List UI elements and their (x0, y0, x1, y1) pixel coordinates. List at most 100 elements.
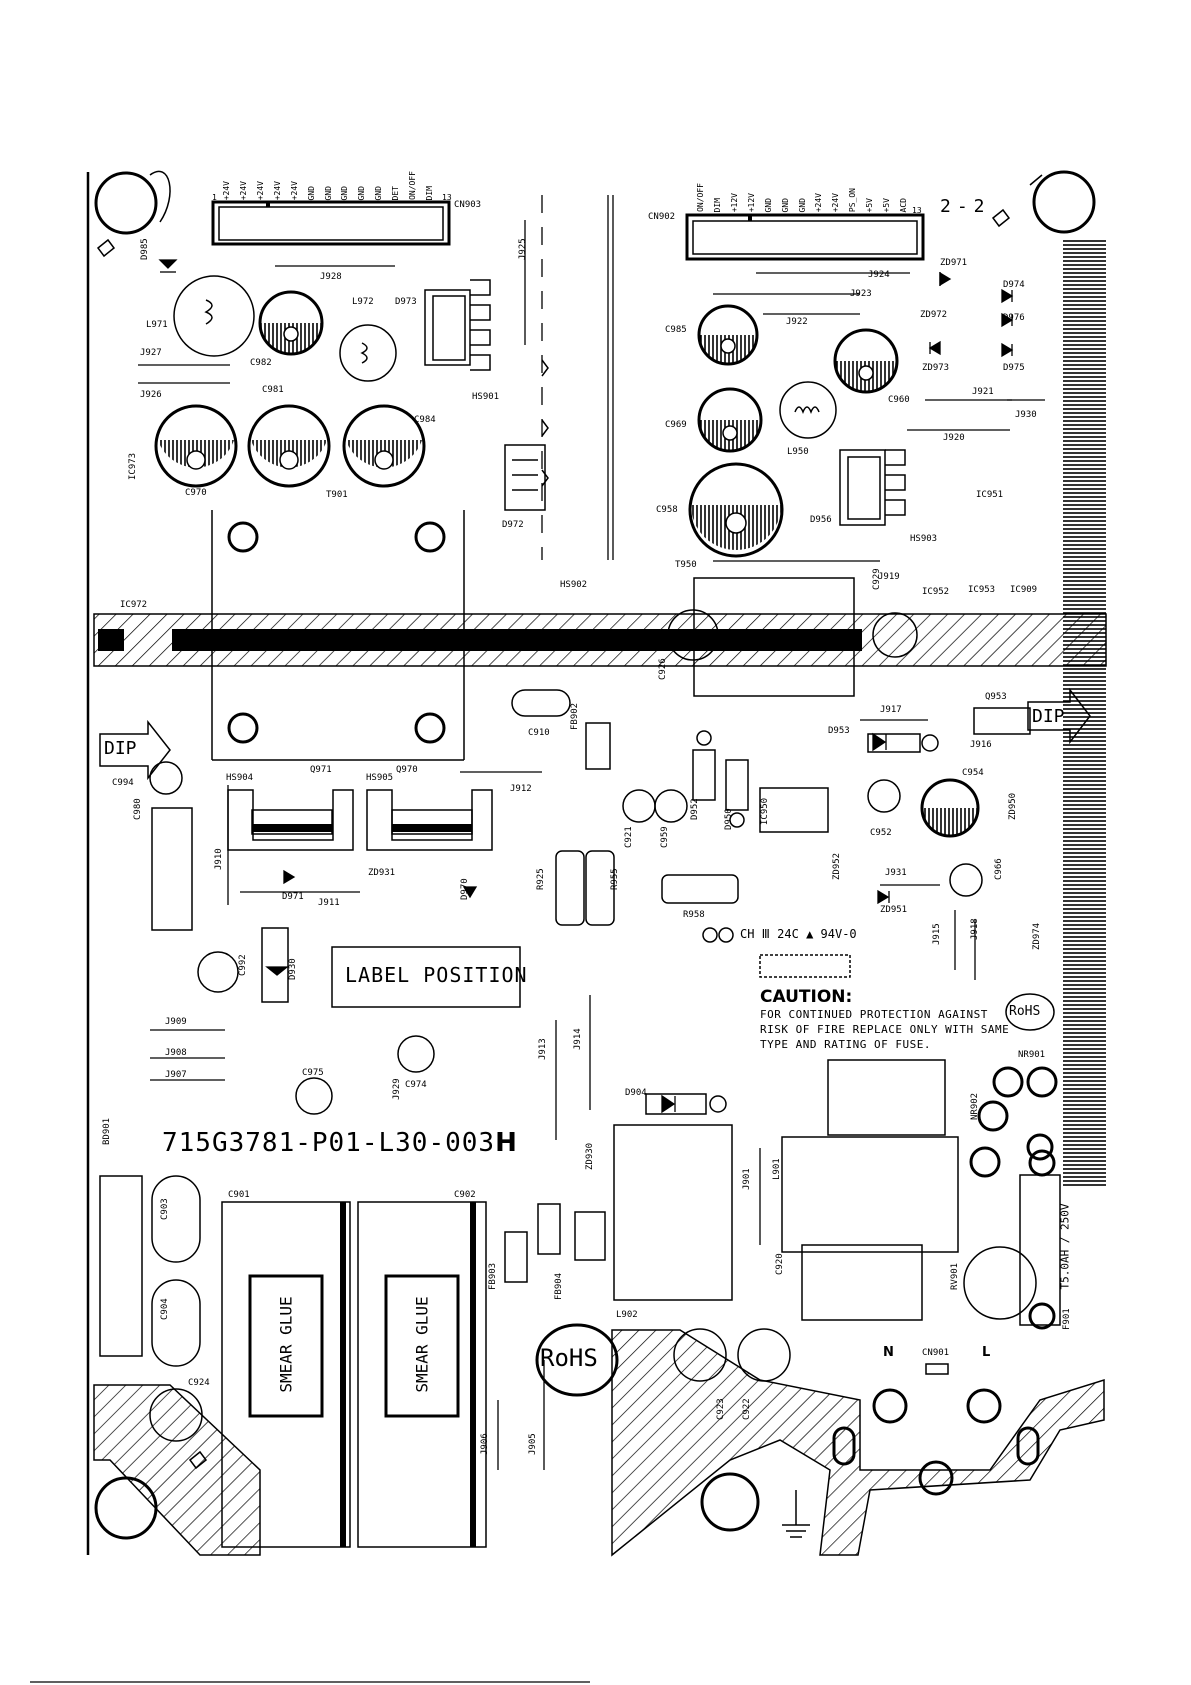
component-refdes: HS905 (366, 773, 394, 783)
heatsink-hs902 (541, 195, 614, 560)
component-refdes: R955 (610, 868, 620, 890)
connector-pin-label: GND (323, 185, 333, 200)
part-number: 715G3781-P01-L30-003H (162, 1128, 518, 1158)
resistor-r955 (585, 850, 615, 926)
capacitor-c959 (654, 789, 688, 823)
component-refdes: J922 (786, 317, 808, 327)
connector-pin-label: GND (357, 185, 367, 200)
varistor-rv901 (963, 1246, 1037, 1320)
cn903-pin-first: 1 (212, 193, 217, 202)
component-refdes: L971 (146, 320, 168, 330)
component-refdes: C924 (188, 1378, 210, 1388)
inductor-l901 (781, 1136, 959, 1253)
component-refdes: L972 (352, 297, 374, 307)
component-refdes: ZD951 (880, 905, 908, 915)
component-refdes: D950 (724, 808, 734, 830)
component-refdes: C952 (870, 828, 892, 838)
component-refdes: ZD931 (368, 868, 396, 878)
component-refdes: FB904 (554, 1272, 564, 1300)
component-refdes: J916 (970, 740, 992, 750)
edge-connector-lower (1063, 818, 1106, 1188)
component-refdes: L901 (772, 1158, 782, 1180)
capacitor-c982 (258, 290, 324, 356)
connector-pin-label: GND (340, 185, 350, 200)
capacitor-c954 (920, 778, 980, 838)
component-refdes: T901 (326, 490, 348, 500)
cn903-pin-last: 13 (442, 193, 452, 202)
component-refdes: L950 (787, 447, 809, 457)
component-refdes: J929 (392, 1078, 402, 1100)
component-refdes: IC952 (922, 587, 950, 597)
capacitor-c921-x (827, 1059, 946, 1136)
component-refdes: C921 (624, 826, 634, 848)
left-copper-zone (93, 1384, 261, 1556)
zener-zd930 (574, 1211, 606, 1261)
resistor-r958 (661, 874, 739, 904)
diode-d953 (867, 733, 939, 753)
component-refdes: D971 (282, 892, 304, 902)
component-refdes: T950 (675, 560, 697, 570)
resistor-r925 (555, 850, 585, 926)
dip-arrow-right (1027, 687, 1091, 745)
edge-connector-upper (1063, 240, 1106, 818)
part-number-value: 715G3781-P01-L30-003 (162, 1128, 496, 1158)
component-refdes: J905 (528, 1433, 538, 1455)
component-refdes: BD901 (102, 1117, 112, 1145)
revision-letter: H (495, 1128, 518, 1158)
component-refdes: J926 (140, 390, 162, 400)
component-refdes: C974 (405, 1080, 427, 1090)
diode-symbols (158, 259, 1014, 1114)
diode-d950 (725, 759, 749, 828)
connector-pin-label: ACD (899, 197, 909, 212)
component-refdes: HS901 (472, 392, 500, 402)
component-refdes: IC972 (120, 600, 148, 610)
connector-pin-label: PS_ON (848, 187, 858, 212)
connector-pin-label: ON/OFF (696, 183, 705, 212)
ic-ic950 (759, 787, 829, 833)
bead-fb902 (585, 722, 611, 770)
component-refdes: NR902 (970, 1092, 980, 1120)
heatsink-hs903 (839, 449, 906, 526)
component-refdes: C984 (414, 415, 436, 425)
connector-pin-label: DIM (712, 197, 722, 212)
connector-cn902 (685, 213, 925, 261)
component-refdes: J917 (880, 705, 902, 715)
component-refdes: ZD974 (1032, 922, 1042, 950)
bead-fb904 (537, 1203, 561, 1255)
component-refdes: J930 (1015, 410, 1037, 420)
capacitor-c980 (151, 807, 193, 931)
component-refdes: J918 (970, 918, 980, 940)
component-refdes: C903 (160, 1198, 170, 1220)
component-refdes: J912 (510, 784, 532, 794)
component-refdes: R925 (536, 868, 546, 890)
capacitor-c960 (833, 328, 899, 394)
component-refdes: IC953 (968, 585, 996, 595)
heatsink-hs905 (366, 789, 493, 851)
transistor-q953 (973, 707, 1031, 735)
diode-d952 (692, 730, 716, 801)
component-refdes: L902 (616, 1310, 638, 1320)
inductor-l971 (173, 275, 255, 357)
ground-icon (782, 1490, 810, 1538)
component-refdes: J909 (165, 1017, 187, 1027)
label-position-text: LABEL POSITION (345, 963, 528, 987)
inductor-l950 (779, 381, 837, 439)
component-refdes: C969 (665, 420, 687, 430)
inductor-l972 (339, 324, 397, 382)
thermistor-nr901 (992, 1066, 1024, 1098)
component-refdes: C960 (888, 395, 910, 405)
component-refdes: C923 (716, 1398, 726, 1420)
capacitor-c952 (867, 779, 901, 813)
cn902-ref: CN902 (648, 212, 676, 222)
connector-cn903 (211, 200, 451, 246)
component-refdes: J927 (140, 348, 162, 358)
component-refdes: C958 (656, 505, 678, 515)
label-position-box (331, 946, 521, 1008)
component-refdes: J910 (214, 848, 224, 870)
bead-fb903 (504, 1231, 528, 1283)
caution-line-2: RISK OF FIRE REPLACE ONLY WITH SAME (760, 1023, 1010, 1036)
component-refdes: IC973 (128, 452, 138, 480)
component-refdes: D975 (1003, 363, 1025, 373)
component-refdes: J931 (885, 868, 907, 878)
